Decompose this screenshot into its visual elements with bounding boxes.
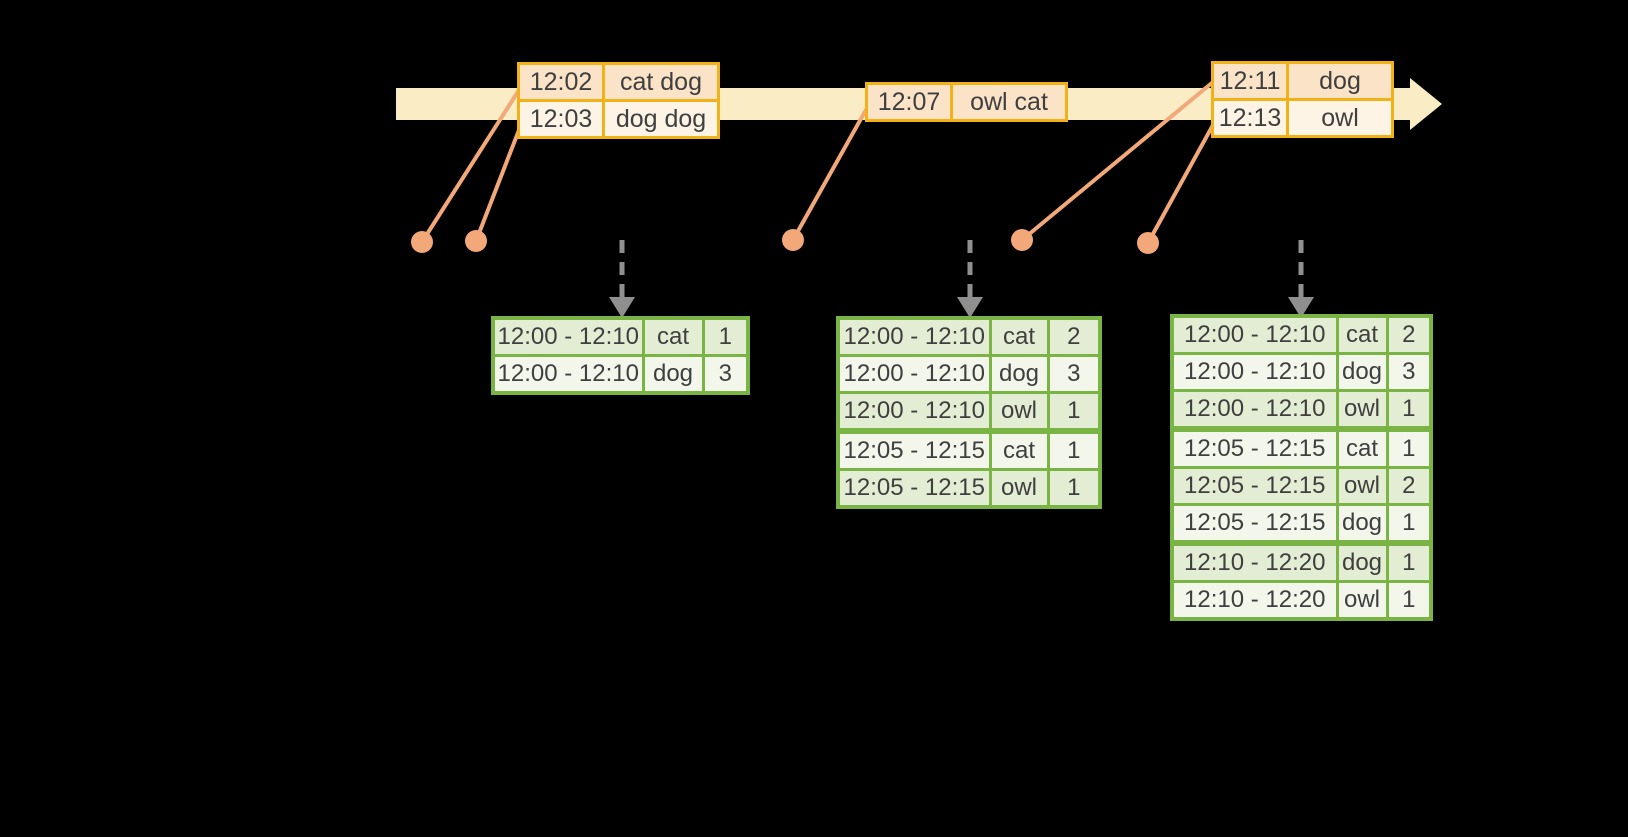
word-cell: cat [1335,314,1389,355]
event-time-cell: 12:03 [517,99,605,139]
count-cell: 3 [1046,354,1102,394]
event-words-cell: dog dog [602,99,720,139]
window-cell: 12:00 - 12:10 [491,354,645,395]
event-row: 12:13 owl [1211,98,1394,138]
count-cell: 2 [1046,316,1102,357]
count-cell: 3 [701,354,750,395]
count-cell: 1 [701,316,750,357]
timeline-arrowhead-icon [1410,78,1442,130]
event-connector-line [1020,80,1215,242]
word-cell: cat [641,316,705,357]
word-cell: cat [988,316,1050,357]
event-row: 12:03 dog dog [517,99,720,139]
word-cell: cat [1335,426,1389,469]
event-dot [1137,232,1159,254]
event-box-1: 12:02 cat dog 12:03 dog dog [517,62,720,139]
event-row: 12:11 dog [1211,61,1394,101]
result-table-2: 12:00 - 12:10 cat 2 12:00 - 12:10 dog 3 … [836,316,1102,509]
result-row: 12:05 - 12:15 cat 1 [1170,426,1433,469]
count-cell: 1 [1385,540,1433,583]
count-cell: 1 [1046,391,1102,433]
event-time-cell: 12:02 [517,62,605,102]
word-cell: dog [1335,503,1389,545]
event-words-cell: owl cat [950,82,1068,122]
count-cell: 1 [1046,428,1102,471]
word-cell: owl [1335,580,1389,621]
window-cell: 12:00 - 12:10 [1170,389,1339,431]
window-cell: 12:05 - 12:15 [1170,466,1339,506]
window-cell: 12:00 - 12:10 [836,391,992,433]
word-cell: dog [1335,540,1389,583]
word-cell: owl [988,391,1050,433]
result-table-3: 12:00 - 12:10 cat 2 12:00 - 12:10 dog 3 … [1170,314,1433,621]
window-cell: 12:10 - 12:20 [1170,540,1339,583]
trigger-arrows [609,240,1314,318]
result-row: 12:00 - 12:10 owl 1 [1170,389,1433,431]
event-connector-line [791,107,869,241]
result-row: 12:05 - 12:15 dog 1 [1170,503,1433,545]
trigger-arrow-head-icon [1288,297,1314,318]
result-row: 12:00 - 12:10 cat 2 [836,316,1102,357]
event-connector-line [474,129,521,242]
trigger-arrow-head-icon [957,297,983,318]
result-row: 12:05 - 12:15 owl 2 [1170,466,1433,506]
event-connector-line [1146,124,1215,244]
event-connector-line [420,88,521,244]
result-row: 12:00 - 12:10 dog 3 [836,354,1102,394]
word-cell: cat [988,428,1050,471]
result-row: 12:10 - 12:20 dog 1 [1170,540,1433,583]
count-cell: 3 [1385,352,1433,392]
event-words-cell: cat dog [602,62,720,102]
window-cell: 12:00 - 12:10 [491,316,645,357]
window-cell: 12:00 - 12:10 [836,354,992,394]
result-row: 12:00 - 12:10 cat 2 [1170,314,1433,355]
event-box-3: 12:11 dog 12:13 owl [1211,61,1394,138]
event-row: 12:07 owl cat [865,82,1068,122]
window-cell: 12:00 - 12:10 [1170,352,1339,392]
result-row: 12:00 - 12:10 dog 3 [1170,352,1433,392]
count-cell: 1 [1385,503,1433,545]
window-cell: 12:05 - 12:15 [836,428,992,471]
result-row: 12:05 - 12:15 cat 1 [836,428,1102,471]
result-table-1: 12:00 - 12:10 cat 1 12:00 - 12:10 dog 3 [491,316,750,395]
count-cell: 1 [1385,426,1433,469]
window-cell: 12:05 - 12:15 [1170,426,1339,469]
window-cell: 12:00 - 12:10 [1170,314,1339,355]
count-cell: 1 [1385,389,1433,431]
window-cell: 12:00 - 12:10 [836,316,992,357]
event-dot [782,229,804,251]
event-box-2: 12:07 owl cat [865,82,1068,122]
count-cell: 2 [1385,466,1433,506]
count-cell: 1 [1385,580,1433,621]
event-dot [465,230,487,252]
result-row: 12:00 - 12:10 cat 1 [491,316,750,357]
count-cell: 1 [1046,468,1102,509]
word-cell: dog [1335,352,1389,392]
word-cell: dog [988,354,1050,394]
result-row: 12:00 - 12:10 owl 1 [836,391,1102,433]
event-connector-lines [420,80,1215,244]
event-time-cell: 12:11 [1211,61,1289,101]
word-cell: dog [641,354,705,395]
event-time-cell: 12:07 [865,82,953,122]
window-cell: 12:05 - 12:15 [836,468,992,509]
event-dot [1011,229,1033,251]
window-cell: 12:05 - 12:15 [1170,503,1339,545]
result-row: 12:05 - 12:15 owl 1 [836,468,1102,509]
event-dot [411,231,433,253]
event-row: 12:02 cat dog [517,62,720,102]
result-row: 12:10 - 12:20 owl 1 [1170,580,1433,621]
trigger-arrow-head-icon [609,297,635,318]
event-dots [411,229,1159,254]
word-cell: owl [988,468,1050,509]
result-row: 12:00 - 12:10 dog 3 [491,354,750,395]
event-words-cell: owl [1286,98,1394,138]
word-cell: owl [1335,466,1389,506]
count-cell: 2 [1385,314,1433,355]
event-words-cell: dog [1286,61,1394,101]
word-cell: owl [1335,389,1389,431]
event-time-cell: 12:13 [1211,98,1289,138]
window-cell: 12:10 - 12:20 [1170,580,1339,621]
